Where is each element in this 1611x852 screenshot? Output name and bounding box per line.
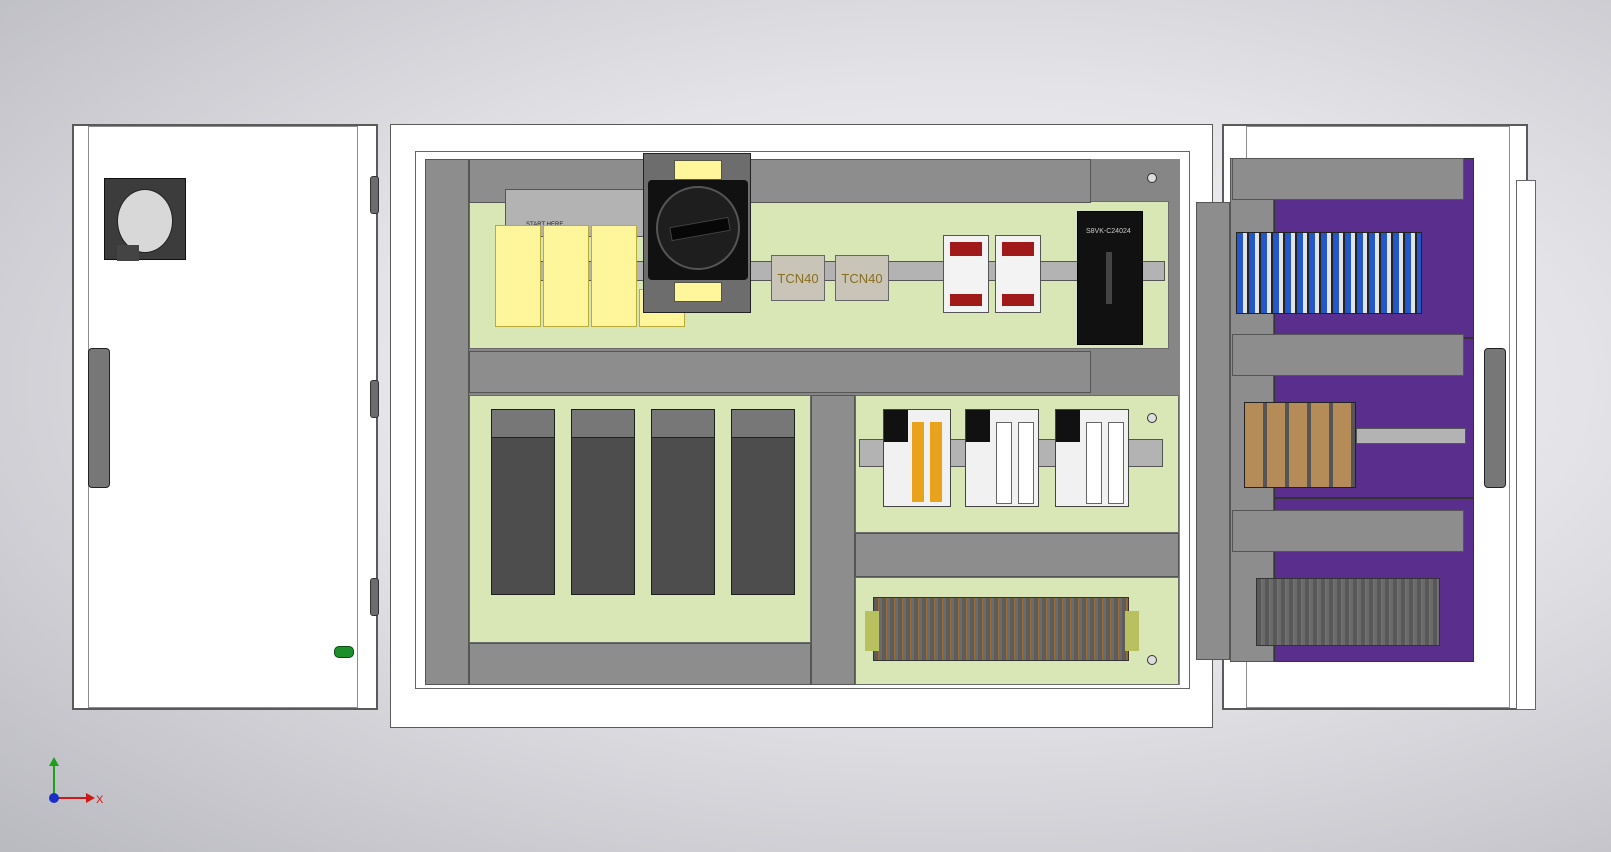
plate-screw-top-right-icon [1147, 173, 1157, 183]
psu-model-label: S8VK-C24024 [1086, 228, 1131, 235]
side-panel-terminal-strip[interactable] [1256, 578, 1440, 646]
servo-drive-3[interactable] [651, 409, 715, 595]
servo-drive-2[interactable] [571, 409, 635, 595]
left-door[interactable] [72, 124, 378, 710]
middle-wire-duct [469, 351, 1091, 393]
enclosure-inner-frame [415, 151, 1190, 689]
left-hinge-mid-icon [370, 380, 379, 418]
left-door-viewport-icon [104, 178, 186, 261]
right-door-latch-handle[interactable] [1484, 348, 1506, 488]
bottom-wire-duct [469, 643, 811, 685]
enclosure-body: START HERE TCN40 TCN40 [390, 124, 1213, 728]
highlighted-relay-3[interactable] [591, 225, 637, 327]
servo-drive-1[interactable] [491, 409, 555, 595]
side-panel-din-rail [1356, 428, 1466, 444]
mounting-plate: START HERE TCN40 TCN40 [425, 153, 1180, 685]
tcn40-controller-right[interactable]: TCN40 [835, 255, 889, 301]
tcn40-label-left: TCN40 [777, 270, 819, 286]
side-panel-duct-mid [1232, 334, 1464, 376]
plc-bottom-duct [855, 533, 1179, 577]
axis-triad: X [49, 757, 104, 806]
servo-drive-4[interactable] [731, 409, 795, 595]
tcn40-controller-left[interactable]: TCN40 [771, 255, 825, 301]
plc-module-2[interactable] [965, 409, 1039, 507]
side-panel-io-module[interactable] [1236, 232, 1422, 314]
terminal-end-stop-right-icon [1125, 611, 1139, 651]
plate-screw-bottom-right-icon [1147, 655, 1157, 665]
plc-module-1[interactable] [883, 409, 951, 507]
side-panel-left-duct [1196, 202, 1230, 660]
side-panel-duct-top [1232, 158, 1464, 200]
power-supply-unit[interactable]: S8VK-C24024 [1077, 211, 1143, 345]
left-hinge-top-icon [370, 176, 379, 214]
left-wire-duct [425, 159, 469, 685]
center-vertical-duct [811, 395, 855, 685]
rotary-disconnect-switch[interactable] [643, 153, 751, 313]
right-door-edge [1516, 180, 1536, 710]
left-hinge-bottom-icon [370, 578, 379, 616]
highlighted-relay-1[interactable] [495, 225, 541, 327]
axis-x-label: X [96, 794, 104, 806]
terminal-block-strip[interactable] [873, 597, 1129, 661]
side-panel-breaker-block[interactable] [1244, 402, 1356, 488]
tcn40-label-right: TCN40 [841, 270, 883, 286]
axis-origin-icon [49, 793, 59, 803]
axis-x-arrow-icon [86, 793, 95, 803]
plc-module-3[interactable] [1055, 409, 1129, 507]
left-door-latch-handle[interactable] [88, 348, 110, 488]
side-panel-duct-lower [1232, 510, 1464, 552]
disconnect-knob-icon[interactable] [656, 186, 740, 270]
contactor-2[interactable] [995, 235, 1041, 313]
contactor-1[interactable] [943, 235, 989, 313]
side-panel [1196, 158, 1478, 662]
axis-y-arrow-icon [49, 757, 59, 766]
highlighted-relay-2[interactable] [543, 225, 589, 327]
plate-screw-mid-right-icon [1147, 413, 1157, 423]
terminal-end-stop-icon [865, 611, 879, 651]
green-indicator-icon [334, 646, 354, 658]
